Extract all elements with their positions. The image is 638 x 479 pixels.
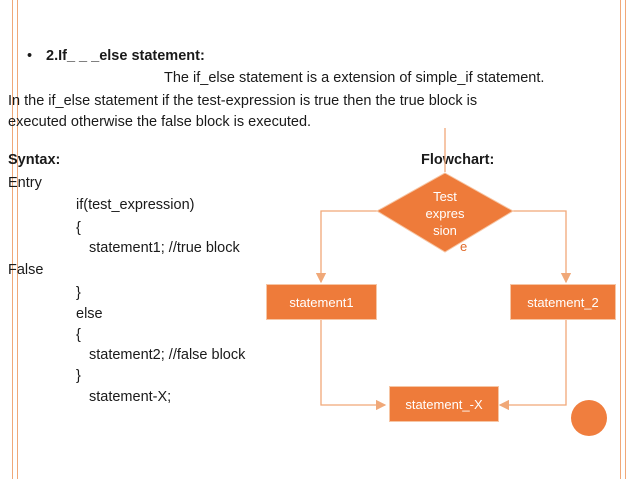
syntax-close-brace-1: } (76, 285, 81, 301)
decision-line-1: Test (433, 189, 457, 204)
syntax-statement1: statement1; //true block (89, 240, 240, 256)
left-border-line (12, 0, 13, 479)
syntax-else-line: else (76, 306, 103, 322)
decision-label: Test expres sion (412, 188, 478, 239)
syntax-open-brace-2: { (76, 327, 81, 343)
statement1-box: statement1 (266, 284, 377, 320)
description-line-1: The if_else statement is a extension of … (164, 70, 545, 86)
syntax-close-brace-2: } (76, 368, 81, 384)
syntax-if-line: if(test_expression) (76, 197, 195, 213)
right-border-line-inner (625, 0, 626, 479)
partial-text: e (460, 239, 468, 254)
right-border-line (620, 0, 621, 479)
description-line-3: executed otherwise the false block is ex… (8, 114, 312, 130)
syntax-open-brace-1: { (76, 220, 81, 236)
decision-line-2: expres (425, 206, 465, 221)
syntax-false-word: False (8, 262, 44, 278)
flowchart-label: Flowchart: (421, 152, 495, 168)
slide-heading: 2.If_ _ _else statement: (46, 48, 205, 64)
left-border-line-inner (17, 0, 18, 479)
false-branch-line (513, 210, 572, 284)
decorative-circle (571, 400, 607, 436)
true-branch-line (315, 210, 377, 284)
statement2-box: statement_2 (510, 284, 616, 320)
statement-x-box: statement_-X (389, 386, 499, 422)
syntax-entry: Entry (8, 175, 42, 191)
false-to-end-line (498, 320, 567, 411)
bullet: • (27, 48, 33, 64)
true-to-end-line (320, 320, 387, 411)
decision-line-3: sion (433, 223, 457, 238)
syntax-statement2: statement2; //false block (89, 347, 246, 363)
decision-diamond (376, 172, 514, 253)
syntax-statement-x: statement-X; (89, 389, 172, 405)
description-line-2: In the if_else statement if the test-exp… (8, 93, 478, 109)
syntax-label: Syntax: (8, 152, 61, 168)
